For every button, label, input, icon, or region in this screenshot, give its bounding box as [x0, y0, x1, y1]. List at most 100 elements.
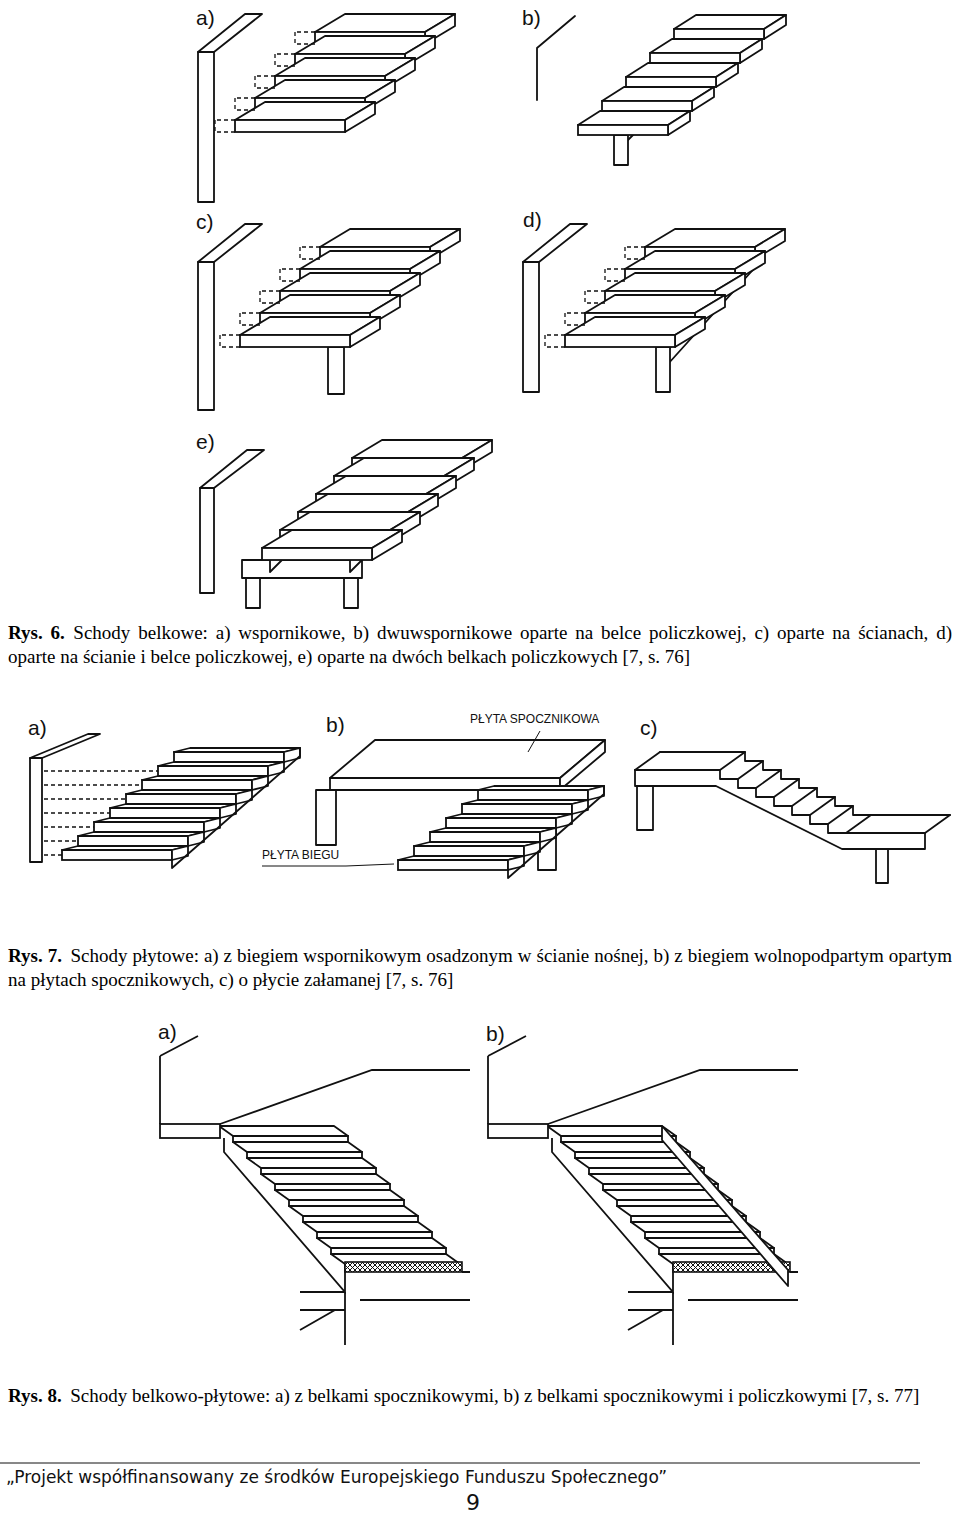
folded-slab-stair [635, 770, 925, 849]
landing-slab-stair [430, 828, 556, 842]
wall-and-stringer-stair [565, 313, 585, 325]
figure-number: Rys. 7. [8, 945, 62, 966]
folded-slab-stair [660, 752, 950, 815]
wall-supported-stair [300, 247, 320, 259]
landing-slab-stair [462, 800, 588, 814]
part-label: PŁYTA BIEGU [262, 849, 339, 863]
cantilever-stair [275, 54, 295, 66]
two-stringer-stair [344, 578, 358, 608]
cantilever-slab-stair [78, 832, 204, 846]
cantilever-stair [198, 14, 455, 202]
cantilever-slab-stair [62, 846, 188, 860]
wall-and-stringer-stair [545, 335, 565, 347]
figure-letter: b) [326, 713, 345, 737]
caption-paragraph: Rys. 6.Schody belkowe: a) wspornikowe, b… [8, 621, 952, 669]
cantilever-slab-stair [94, 818, 220, 832]
double-cantilever-stair [602, 87, 714, 111]
cantilever-slab-stair [30, 758, 42, 862]
landing-and-stringer-beam-stair [488, 1036, 798, 1345]
wall-supported-stair [240, 317, 380, 347]
landing-and-stringer-beam-stair [488, 1036, 798, 1345]
wall-supported-stair [220, 335, 240, 347]
figure-number: Rys. 8. [8, 1385, 62, 1406]
double-cantilever-stair [674, 15, 786, 39]
page-number: 9 [466, 1490, 480, 1515]
cantilever-slab-stair [110, 804, 236, 818]
figure-letter: b) [486, 1022, 505, 1046]
wall-supported-stair [198, 224, 460, 410]
cantilever-stair [198, 52, 214, 202]
cantilever-stair [295, 32, 315, 44]
landing-slab-stair [478, 786, 604, 800]
wall-supported-stair [198, 262, 214, 410]
cantilever-slab-stair [44, 771, 158, 855]
footer-rule [0, 1463, 920, 1464]
figure-number: Rys. 6. [8, 622, 65, 643]
folded-slab-stair [635, 770, 925, 833]
wall-supported-stair [260, 291, 280, 303]
landing-slab-stair [414, 842, 540, 856]
two-stringer-stair [200, 488, 214, 593]
wall-supported-stair [240, 313, 260, 325]
part-label: PŁYTA SPOCZNIKOWA [470, 713, 599, 727]
landing-slab-stair [316, 790, 336, 845]
double-cantilever-stair [626, 63, 738, 87]
folded-slab-stair [876, 849, 888, 883]
figure-caption: Schody płytowe: a) z biegiem wspornikowy… [8, 945, 952, 990]
figure-caption: Schody belkowo-płytowe: a) z belkami spo… [70, 1385, 919, 1406]
figure-letter: d) [523, 208, 542, 232]
folded-slab-stair [637, 786, 653, 830]
cantilever-slab-stair [30, 734, 300, 868]
wall-and-stringer-stair [523, 224, 785, 392]
landing-slab-stair [330, 740, 605, 778]
two-stringer-stair [262, 530, 402, 560]
figure-letter: a) [196, 6, 215, 30]
figure-letter: c) [196, 210, 214, 234]
landing-beam-stair [160, 1036, 470, 1345]
landing-slab-stair [398, 856, 524, 870]
landing-slab-stair [262, 731, 605, 878]
cantilever-stair [255, 76, 275, 88]
figure-letter: e) [196, 430, 215, 454]
cantilever-stair [235, 98, 255, 110]
wall-and-stringer-stair [585, 291, 605, 303]
landing-slab-stair [446, 814, 572, 828]
wall-and-stringer-stair [523, 262, 539, 392]
two-stringer-stair [200, 440, 492, 608]
figure-letter: b) [522, 6, 541, 30]
cantilever-stair [235, 102, 375, 132]
caption-paragraph: Rys. 8. Schody belkowo-płytowe: a) z belk… [8, 1384, 952, 1408]
figure-letter: a) [158, 1020, 177, 1044]
wall-and-stringer-stair [565, 317, 705, 347]
cantilever-slab-stair [126, 790, 252, 804]
cantilever-slab-stair [158, 762, 284, 776]
figure-letter: c) [640, 716, 658, 740]
figure-letter: a) [28, 716, 47, 740]
two-stringer-stair [246, 578, 260, 608]
wall-and-stringer-stair [625, 247, 645, 259]
cantilever-slab-stair [142, 776, 268, 790]
figure-caption: Schody belkowe: a) wspornikowe, b) dwuws… [8, 622, 952, 667]
double-cantilever-stair [537, 16, 575, 100]
footer-rule [0, 1463, 920, 1464]
double-cantilever-stair [578, 111, 690, 135]
landing-slab-stair [560, 740, 605, 790]
caption-paragraph: Rys. 7.Schody płytowe: a) z biegiem wspo… [8, 944, 952, 992]
wall-and-stringer-stair [656, 347, 670, 392]
landing-slab-stair [528, 731, 540, 752]
cantilever-slab-stair [174, 748, 300, 762]
landing-slab-stair [508, 786, 604, 878]
landing-slab-stair [262, 864, 394, 866]
two-stringer-stair [200, 450, 264, 488]
wall-supported-stair [328, 347, 344, 394]
cantilever-stair [215, 120, 235, 132]
footer-note: „Projekt współfinansowany ze środków Eur… [6, 1468, 667, 1488]
two-stringer-stair [242, 560, 362, 578]
double-cantilever-stair [614, 135, 628, 165]
wall-and-stringer-stair [605, 269, 625, 281]
folded-slab-stair [635, 752, 950, 883]
landing-beam-stair [160, 1036, 470, 1345]
landing-and-stringer-beam-stair [662, 1126, 788, 1286]
